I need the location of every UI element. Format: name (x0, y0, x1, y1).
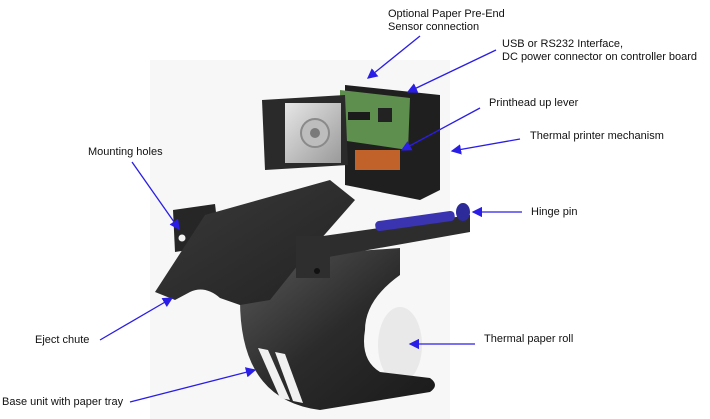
bracket-screw (314, 268, 320, 274)
label-line: Sensor connection (388, 21, 480, 33)
label-eject-chute: Eject chute (35, 334, 89, 347)
arrow-mounting-holes (131, 161, 180, 231)
arrow-printer-mechanism (450, 138, 521, 155)
base-slot (258, 348, 290, 400)
front-bracket (296, 236, 330, 278)
arrow-pre-end-sensor (366, 35, 421, 79)
label-line: Mounting holes (88, 146, 163, 158)
hinge-frame (295, 215, 470, 262)
eject-chute-shape (155, 180, 355, 305)
label-line: USB or RS232 Interface, (502, 38, 624, 50)
label-interface: USB or RS232 Interface, DC power connect… (502, 38, 697, 64)
base-slot (275, 352, 303, 403)
motor-shaft-center (310, 128, 320, 138)
hinge-pin-shape (375, 210, 455, 232)
label-line: Hinge pin (531, 206, 578, 218)
label-line: Eject chute (35, 334, 90, 346)
mounting-hole (178, 234, 186, 242)
arrow-eject-chute (99, 297, 174, 341)
arrow-printhead-lever (400, 107, 481, 151)
label-mounting-holes: Mounting holes (88, 146, 163, 159)
callout-arrows (99, 35, 522, 403)
board-chip (348, 112, 370, 120)
arrow-interface (406, 49, 497, 93)
label-line: Optional Paper Pre-End (388, 8, 505, 20)
arrow-base-unit (129, 367, 257, 403)
label-base-unit: Base unit with paper tray (2, 396, 123, 409)
label-pre-end-sensor: Optional Paper Pre-End Sensor connection (388, 8, 505, 34)
label-line: Thermal printer mechanism (530, 130, 664, 142)
label-line: Base unit with paper tray (2, 396, 124, 408)
label-paper-roll: Thermal paper roll (484, 333, 573, 346)
label-hinge-pin: Hinge pin (531, 206, 577, 219)
paper-roll-shape (378, 307, 422, 383)
label-line: Printhead up lever (489, 97, 579, 109)
printhead-flex (355, 150, 400, 170)
board-chip (378, 108, 392, 122)
label-printhead-lever: Printhead up lever (489, 97, 578, 110)
label-line: DC power connector on controller board (502, 51, 698, 63)
controller-board (340, 90, 410, 150)
hinge-pin-cap (456, 203, 470, 221)
label-line: Thermal paper roll (484, 333, 574, 345)
label-printer-mechanism: Thermal printer mechanism (530, 130, 664, 143)
